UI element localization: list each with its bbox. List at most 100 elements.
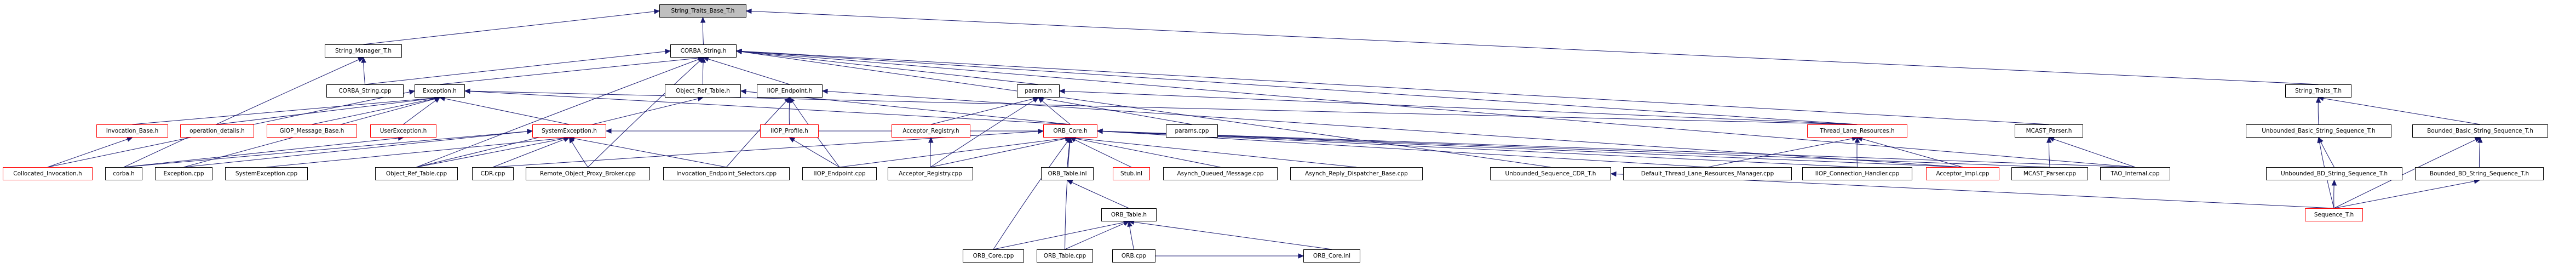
node-exception-h[interactable]: Exception.h — [415, 84, 465, 98]
node-acceptor-registry-cpp[interactable]: Acceptor_Registry.cpp — [888, 167, 973, 180]
node-orb-table-h[interactable]: ORB_Table.h — [1101, 208, 1157, 221]
node-invocation-base-h[interactable]: Invocation_Base.h — [96, 124, 168, 138]
node-corba-string-h[interactable]: CORBA_String.h — [670, 44, 737, 58]
edge-remote-object-proxy-broker-cpp-to-systemexception-h — [569, 137, 588, 168]
node-label: Unbounded_BD_String_Sequence_T.h — [2280, 170, 2388, 177]
node-systemexception-h[interactable]: SystemException.h — [532, 124, 606, 138]
node-userexception-h[interactable]: UserException.h — [370, 124, 436, 138]
arrowhead-icon — [2046, 136, 2052, 143]
node-cdr-cpp[interactable]: CDR.cpp — [472, 167, 514, 180]
node-mcast-parser-h[interactable]: MCAST_Parser.h — [2015, 124, 2083, 138]
node-iiop-endpoint-cpp[interactable]: IIOP_Endpoint.cpp — [802, 167, 877, 180]
edge-cdr-cpp-to-systemexception-h — [492, 137, 570, 168]
node-remote-object-proxy-broker-cpp[interactable]: Remote_Object_Proxy_Broker.cpp — [526, 167, 650, 180]
node-orb-table-inl[interactable]: ORB_Table.inl — [1041, 167, 1094, 180]
node-iiop-connection-handler-cpp[interactable]: IIOP_Connection_Handler.cpp — [1802, 167, 1912, 180]
arrowhead-icon — [1066, 180, 1073, 185]
edge-corba-string-cpp-to-corba-string-h — [365, 50, 671, 85]
edge-default-thread-lane-resources-manager-cpp-to-thread-lane-resources-h — [1707, 137, 1858, 168]
node-label: ORB.cpp — [1121, 253, 1147, 259]
arrowhead-icon — [740, 89, 746, 94]
edge-acceptor-registry-cpp-to-orb-core-h — [930, 137, 1071, 168]
node-orb-table-cpp[interactable]: ORB_Table.cpp — [1037, 249, 1093, 263]
node-corba-h[interactable]: corba.h — [105, 167, 142, 180]
node-string-traits-base-t-h: String_Traits_Base_T.h — [659, 4, 746, 18]
node-label: MCAST_Parser.h — [2026, 128, 2072, 134]
node-acceptor-impl-cpp[interactable]: Acceptor_Impl.cpp — [1926, 167, 1999, 180]
edge-orb-table-cpp-to-orb-table-h — [1065, 221, 1129, 250]
node-orb-core-inl[interactable]: ORB_Core.inl — [1303, 249, 1360, 263]
node-mcast-parser-cpp[interactable]: MCAST_Parser.cpp — [2011, 167, 2088, 180]
node-asynch-reply-dispatcher-base-cpp[interactable]: Asynch_Reply_Dispatcher_Base.cpp — [1290, 167, 1423, 180]
edge-systemexception-h-to-exception-h — [439, 97, 570, 125]
arrowhead-icon — [409, 89, 416, 95]
node-unbounded-basic-string-sequence-t-h[interactable]: Unbounded_Basic_String_Sequence_T.h — [2246, 124, 2391, 138]
edge-sequence-t-h-to-bounded-bd-string-sequence-t-h — [2333, 180, 2480, 209]
node-tao-internal-cpp[interactable]: TAO_Internal.cpp — [2100, 167, 2170, 180]
arrowhead-icon — [1298, 253, 1304, 259]
node-label: String_Traits_T.h — [2295, 88, 2342, 94]
node-object-ref-table-cpp[interactable]: Object_Ref_Table.cpp — [375, 167, 458, 180]
node-systemexception-cpp[interactable]: SystemException.cpp — [225, 167, 308, 180]
node-bounded-bd-string-sequence-t-h[interactable]: Bounded_BD_String_Sequence_T.h — [2415, 167, 2544, 180]
node-orb-core-h[interactable]: ORB_Core.h — [1043, 124, 1097, 138]
node-iiop-profile-h[interactable]: IIOP_Profile.h — [760, 124, 819, 138]
node-label: UserException.h — [380, 128, 427, 134]
arrowhead-icon — [745, 8, 752, 14]
node-acceptor-registry-h[interactable]: Acceptor_Registry.h — [892, 124, 970, 138]
edge-acceptor-registry-h-to-params-h — [930, 97, 1039, 125]
node-label: CORBA_String.h — [680, 48, 727, 54]
node-label: Remote_Object_Proxy_Broker.cpp — [540, 170, 636, 177]
arrowhead-icon — [928, 136, 934, 143]
node-invocation-endpoint-selectors-cpp[interactable]: Invocation_Endpoint_Selectors.cpp — [663, 167, 790, 180]
arrowhead-icon — [1096, 128, 1103, 134]
node-orb-core-cpp[interactable]: ORB_Core.cpp — [963, 249, 1024, 263]
node-thread-lane-resources-h[interactable]: Thread_Lane_Resources.h — [1807, 124, 1907, 138]
node-label: Acceptor_Registry.h — [902, 128, 959, 134]
node-exception-cpp[interactable]: Exception.cpp — [155, 167, 212, 180]
node-label: Unbounded_Basic_String_Sequence_T.h — [2262, 128, 2376, 134]
arrowhead-icon — [1059, 88, 1065, 94]
node-corba-string-cpp[interactable]: CORBA_String.cpp — [326, 84, 404, 98]
node-asynch-queued-message-cpp[interactable]: Asynch_Queued_Message.cpp — [1163, 167, 1278, 180]
edge-invocation-endpoint-selectors-cpp-to-systemexception-h — [569, 137, 727, 168]
node-collocated-invocation-h[interactable]: Collocated_Invocation.h — [3, 167, 93, 180]
edge-orb-table-h-to-orb-table-inl — [1067, 180, 1129, 209]
node-bounded-basic-string-sequence-t-h[interactable]: Bounded_Basic_String_Sequence_T.h — [2412, 124, 2548, 138]
node-stub-inl[interactable]: Stub.inl — [1113, 167, 1150, 180]
edge-tao-internal-cpp-to-corba-string-h — [736, 50, 2136, 168]
node-label: Object_Ref_Table.cpp — [386, 170, 447, 177]
node-unbounded-sequence-cdr-t-h[interactable]: Unbounded_Sequence_CDR_T.h — [1490, 167, 1611, 180]
node-operation-details-h[interactable]: operation_details.h — [180, 124, 254, 138]
edge-exception-h-to-corba-string-h — [439, 57, 704, 85]
node-label: Bounded_BD_String_Sequence_T.h — [2429, 170, 2529, 177]
arrowhead-icon — [2315, 96, 2321, 103]
arrowhead-icon — [2474, 137, 2481, 142]
arrowhead-icon — [1067, 136, 1073, 143]
edge-asynch-queued-message-cpp-to-orb-core-h — [1070, 137, 1221, 168]
node-iiop-endpoint-h[interactable]: IIOP_Endpoint.h — [757, 84, 823, 98]
node-sequence-t-h[interactable]: Sequence_T.h — [2305, 208, 2363, 221]
node-string-manager-t-h[interactable]: String_Manager_T.h — [325, 44, 402, 58]
node-orb-cpp[interactable]: ORB.cpp — [1112, 249, 1155, 263]
node-string-traits-t-h[interactable]: String_Traits_T.h — [2285, 84, 2351, 98]
arrowhead-icon — [361, 56, 366, 63]
edge-string-traits-t-h-to-string-traits-base-t-h — [746, 10, 2319, 85]
node-object-ref-table-h[interactable]: Object_Ref_Table.h — [665, 84, 741, 98]
arrowhead-icon — [700, 16, 706, 23]
node-label: Acceptor_Impl.cpp — [1936, 170, 1990, 177]
node-label: Asynch_Queued_Message.cpp — [1177, 170, 1264, 177]
node-unbounded-bd-string-sequence-t-h[interactable]: Unbounded_BD_String_Sequence_T.h — [2266, 167, 2402, 180]
edge-operation-details-h-to-exception-h — [217, 97, 440, 125]
node-label: IIOP_Profile.h — [771, 128, 808, 134]
node-label: operation_details.h — [189, 128, 245, 134]
edge-params-h-to-corba-string-h — [736, 50, 1039, 85]
node-default-thread-lane-resources-manager-cpp[interactable]: Default_Thread_Lane_Resources_Manager.cp… — [1623, 167, 1792, 180]
node-giop-message-base-h[interactable]: GIOP_Message_Base.h — [267, 124, 357, 138]
node-params-cpp[interactable]: params.cpp — [1166, 124, 1218, 138]
edge-thread-lane-resources-h-to-params-h — [1059, 90, 1858, 125]
node-params-h[interactable]: params.h — [1017, 84, 1060, 98]
arrowhead-icon — [821, 88, 828, 94]
edge-acceptor-impl-cpp-to-iiop-endpoint-h — [822, 90, 1963, 168]
arrowhead-icon — [665, 49, 671, 54]
